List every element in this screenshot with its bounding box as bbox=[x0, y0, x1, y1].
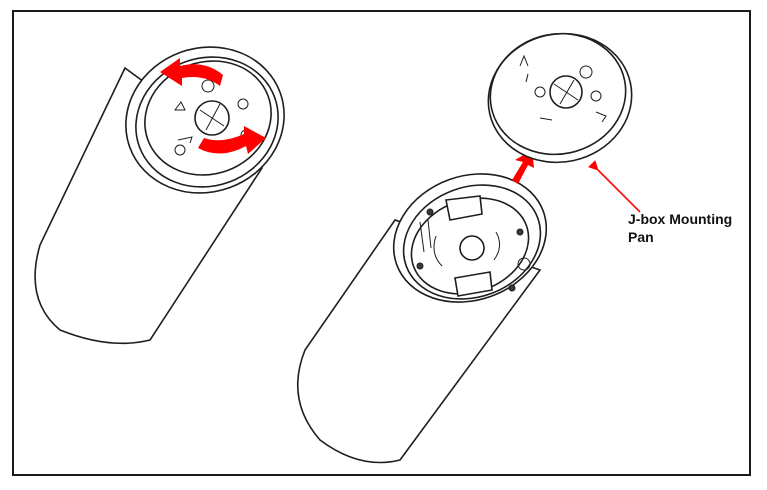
jbox-mounting-pan bbox=[487, 32, 633, 164]
up-arrow-icon bbox=[512, 150, 534, 184]
pan-rim-edge bbox=[489, 32, 627, 156]
camera-left-ring-band bbox=[135, 56, 279, 188]
callout-arrow-icon bbox=[588, 160, 641, 213]
rotate-arrow-top bbox=[160, 58, 223, 86]
camera-left bbox=[34, 46, 285, 345]
rotate-arrows-icon bbox=[160, 58, 266, 154]
callout-label: J-box Mounting Pan bbox=[628, 211, 733, 245]
rotate-arrow-bottom bbox=[198, 126, 266, 154]
camera-middle-tab-bottom bbox=[454, 271, 493, 297]
camera-middle-ring-band bbox=[402, 184, 542, 300]
camera-middle-center-hole bbox=[459, 235, 485, 261]
camera-middle bbox=[296, 173, 548, 464]
camera-middle-tab-top bbox=[445, 195, 483, 221]
